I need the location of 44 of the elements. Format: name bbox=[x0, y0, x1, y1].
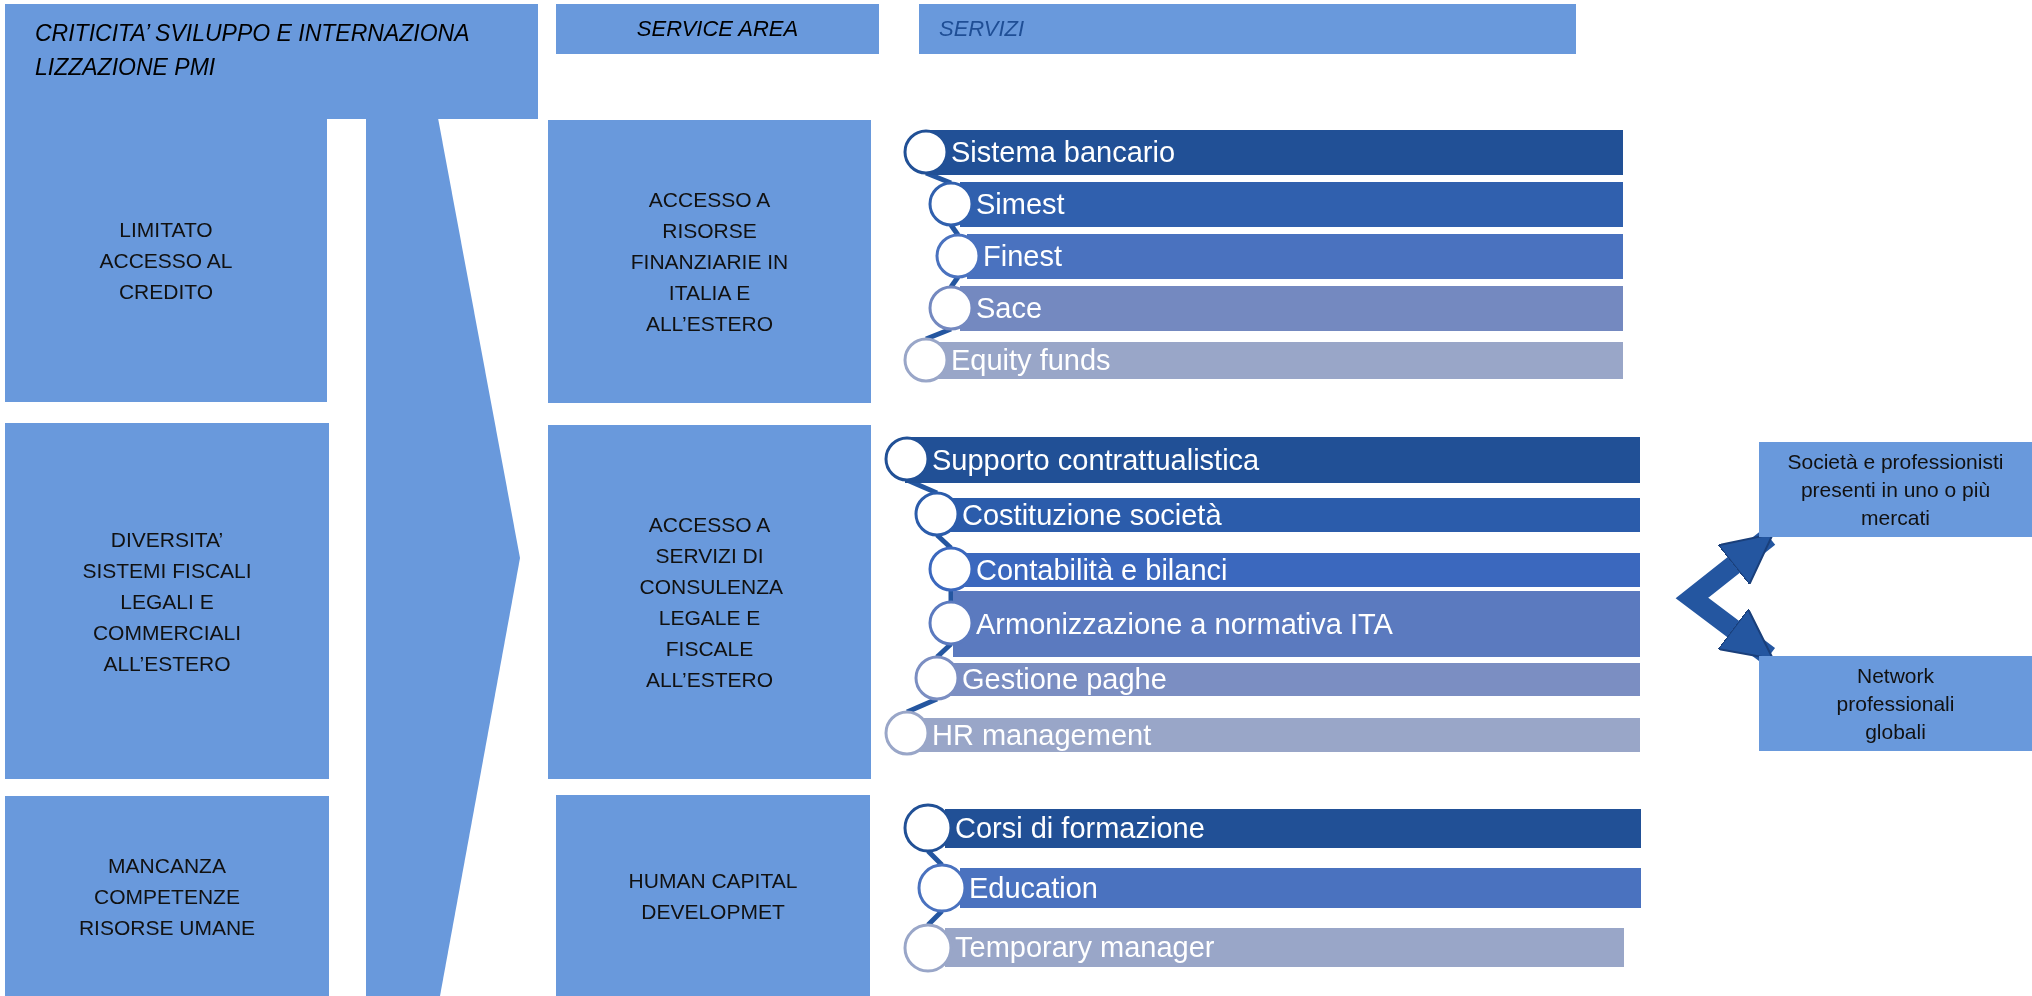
service-label: Supporto contrattualistica bbox=[932, 443, 1260, 478]
service-label: Temporary manager bbox=[955, 930, 1215, 965]
service-bar bbox=[903, 129, 1623, 175]
box-text: ACCESSO A RISORSE FINANZIARIE IN ITALIA E ALL’ESTERO bbox=[629, 187, 790, 337]
header-box bbox=[919, 4, 1576, 54]
service-bar bbox=[914, 655, 1640, 701]
header-text: SERVICE AREA bbox=[636, 16, 799, 42]
service-label: Education bbox=[969, 871, 1098, 906]
box-text: Network professionali globali bbox=[1835, 662, 1956, 745]
category-box bbox=[1759, 656, 2032, 751]
header-text: SERVIZI bbox=[939, 16, 1025, 42]
box-text: Società e professionisti presenti in uno o più mercati bbox=[1786, 448, 2005, 531]
service-label: Corsi di formazione bbox=[955, 811, 1205, 846]
service-label: Gestione paghe bbox=[962, 663, 1167, 696]
service-label: Contabilità e bilanci bbox=[976, 553, 1228, 587]
category-box bbox=[1759, 442, 2032, 537]
category-box bbox=[5, 423, 329, 779]
chevron-shape bbox=[366, 118, 522, 996]
service-label: Equity funds bbox=[951, 343, 1111, 378]
box-text: DIVERSITA’ SISTEMI FISCALI LEGALI E COMMERCIALI ALL’ESTERO bbox=[81, 526, 253, 677]
service-label: HR management bbox=[932, 718, 1152, 752]
service-label: Costituzione società bbox=[962, 498, 1222, 532]
header-box bbox=[556, 4, 879, 54]
service-label: Finest bbox=[983, 239, 1062, 274]
service-bar bbox=[928, 591, 1640, 657]
category-box bbox=[5, 796, 329, 996]
box-text: HUMAN CAPITAL DEVELOPMET bbox=[627, 867, 799, 925]
header-text: CRITICITA’ SVILUPPO E INTERNAZIONA LIZZAZIONE PMI bbox=[35, 19, 470, 82]
service-label: Sistema bancario bbox=[951, 135, 1176, 170]
service-label: Sace bbox=[976, 291, 1043, 326]
service-bar bbox=[928, 546, 1640, 592]
service-label: Armonizzazione a normativa ITA bbox=[976, 607, 1393, 642]
service-bar bbox=[928, 181, 1623, 227]
category-box bbox=[548, 120, 871, 403]
category-box bbox=[5, 119, 327, 402]
category-box bbox=[548, 425, 871, 779]
box-text: MANCANZA COMPETENZE RISORSE UMANE bbox=[77, 852, 257, 941]
service-bar bbox=[928, 285, 1623, 331]
category-box bbox=[556, 795, 870, 996]
box-text: LIMITATO ACCESSO AL CREDITO bbox=[98, 217, 234, 305]
service-bar bbox=[935, 233, 1623, 279]
header-box bbox=[5, 4, 538, 119]
service-label: Simest bbox=[976, 187, 1065, 222]
service-bar bbox=[884, 436, 1640, 483]
